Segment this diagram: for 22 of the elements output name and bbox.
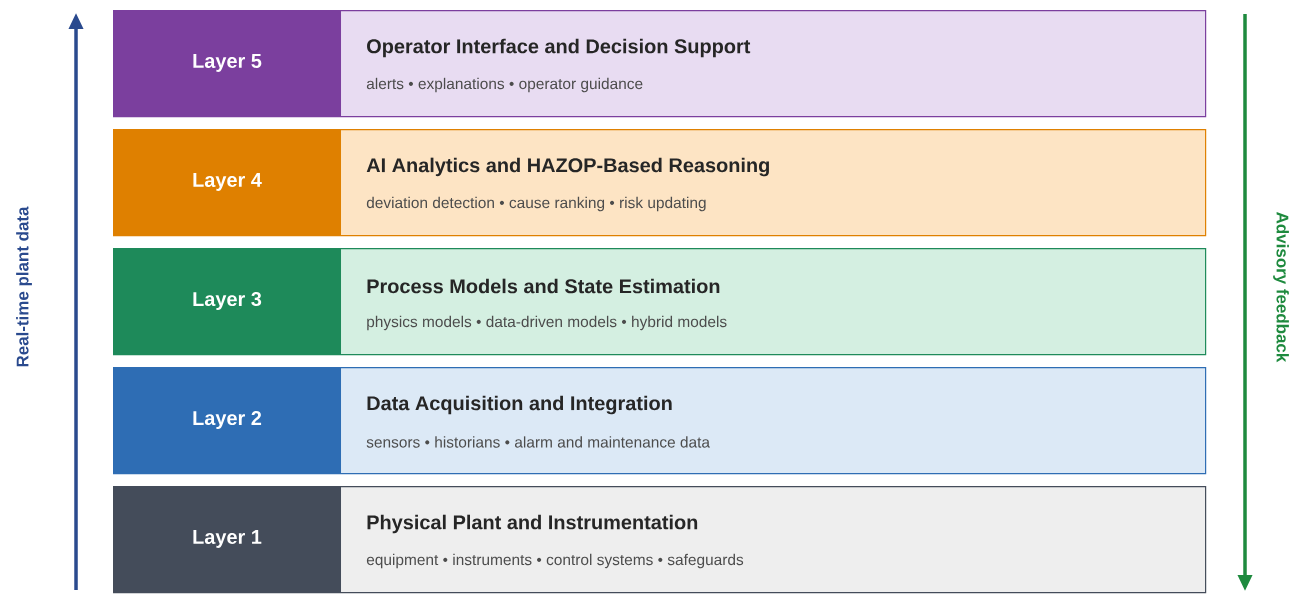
layer-description: equipment • instruments • control systems • safeguards	[366, 553, 744, 569]
layer-description: alerts • explanations • operator guidance	[366, 77, 643, 93]
layer-description: physics models • data-driven models • hybrid models	[367, 315, 727, 331]
layer-tab: Layer 4	[113, 129, 341, 235]
layer-tab: Layer 1	[113, 486, 341, 592]
layer-title: Process Models and State Estimation	[367, 278, 720, 294]
layer-description: deviation detection • cause ranking • risk updating	[366, 196, 706, 212]
layer-title: AI Analytics and HAZOP-Based Reasoning	[366, 157, 769, 177]
layer-tab: Layer 5	[113, 10, 341, 116]
layer-tab: Layer 3	[113, 248, 341, 354]
layer-band	[113, 129, 1207, 237]
layer-description: sensors • historians • alarm and maintenance data	[366, 436, 710, 448]
axis-label: Advisory feedback	[1273, 212, 1289, 363]
layer-band	[113, 486, 1207, 594]
layer-band	[113, 10, 1207, 118]
axis-label: Real-time plant data	[16, 206, 32, 367]
layer-band	[113, 367, 1207, 475]
layer-title: Operator Interface and Decision Support	[367, 38, 751, 58]
layer-band	[113, 248, 1207, 356]
layer-title: Data Acquisition and Integration	[367, 395, 672, 415]
layer-title: Physical Plant and Instrumentation	[367, 514, 698, 534]
layer-tab: Layer 2	[113, 367, 341, 473]
